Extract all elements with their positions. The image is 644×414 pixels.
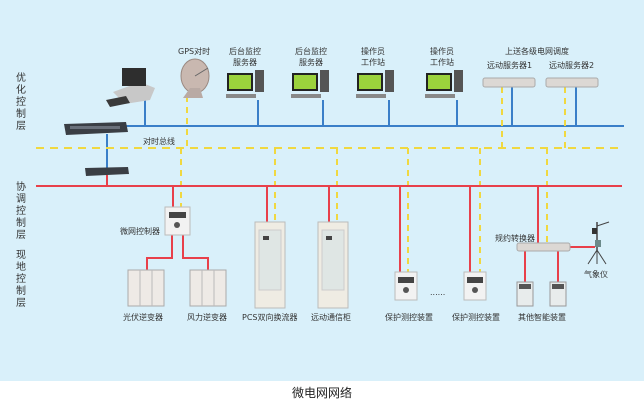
weather-station-icon bbox=[587, 221, 610, 265]
smart-meter1-icon bbox=[516, 281, 534, 307]
dispatch-title-label: 上送各级电网调度 bbox=[505, 47, 569, 56]
printer-icon bbox=[106, 68, 155, 107]
server1-label: 后台监控 服务器 bbox=[229, 47, 261, 67]
converter-label: 规约转换器 bbox=[495, 234, 535, 243]
protocol-converter-icon bbox=[516, 242, 571, 252]
wind-link bbox=[182, 234, 209, 272]
layer-optimize-label: 优化控制层 bbox=[16, 73, 26, 132]
smart-device-label: 其他智能装置 bbox=[518, 313, 566, 322]
pv-inverter-icon bbox=[127, 269, 165, 307]
smart-meter2-icon bbox=[549, 281, 567, 307]
gps-dish-icon bbox=[180, 58, 210, 98]
station1-label: 操作员 工作站 bbox=[361, 47, 385, 67]
remote1-label: 远动服务器1 bbox=[487, 61, 533, 70]
pv-inverter-label: 光伏逆变器 bbox=[123, 313, 163, 322]
pcs-label: PCS双向换流器 bbox=[242, 313, 298, 322]
gps-label: GPS对时 bbox=[178, 47, 211, 56]
protect1-label: 保护测控装置 bbox=[385, 313, 433, 322]
wind-inverter-label: 风力逆变器 bbox=[187, 313, 227, 322]
station1-computer-icon bbox=[356, 70, 394, 98]
diagram-canvas: 优化控制层 协调控制层 现地控制层 对时总线 GPS对时 后台监控 服务器 后台… bbox=[0, 0, 644, 381]
controller-label: 微网控制器 bbox=[120, 227, 160, 236]
main-switch-icon bbox=[64, 122, 128, 135]
server2-computer-icon bbox=[291, 70, 329, 98]
remote2-server-icon bbox=[545, 77, 599, 88]
wind-inverter-icon bbox=[189, 269, 227, 307]
figure-caption: 微电网网络 bbox=[291, 386, 352, 400]
station2-computer-icon bbox=[425, 70, 463, 98]
comm-cabinet-label: 远动通信柜 bbox=[311, 313, 351, 322]
layer-coordinate-label: 协调控制层 bbox=[16, 182, 26, 241]
remote2-label: 远动服务器2 bbox=[549, 61, 595, 70]
protect2-label: 保护测控装置 bbox=[452, 313, 500, 322]
comm-cabinet-icon bbox=[317, 221, 349, 309]
protection-device1-icon bbox=[394, 271, 418, 301]
pv-link bbox=[146, 234, 173, 272]
layer-local-label: 现地控制层 bbox=[16, 250, 26, 309]
secondary-switch-icon bbox=[85, 167, 129, 176]
weather-label: 气象仪 bbox=[584, 270, 608, 279]
remote1-server-icon bbox=[482, 77, 536, 88]
protection-device2-icon bbox=[463, 271, 487, 301]
microgrid-controller-icon bbox=[164, 206, 191, 236]
ellipsis-label: ...... bbox=[430, 288, 446, 297]
server2-label: 后台监控 服务器 bbox=[295, 47, 327, 67]
time-bus-label: 对时总线 bbox=[143, 137, 175, 146]
station2-label: 操作员 工作站 bbox=[430, 47, 454, 67]
server1-computer-icon bbox=[226, 70, 264, 98]
network-lines bbox=[36, 58, 624, 309]
pcs-cabinet-icon bbox=[254, 221, 286, 309]
